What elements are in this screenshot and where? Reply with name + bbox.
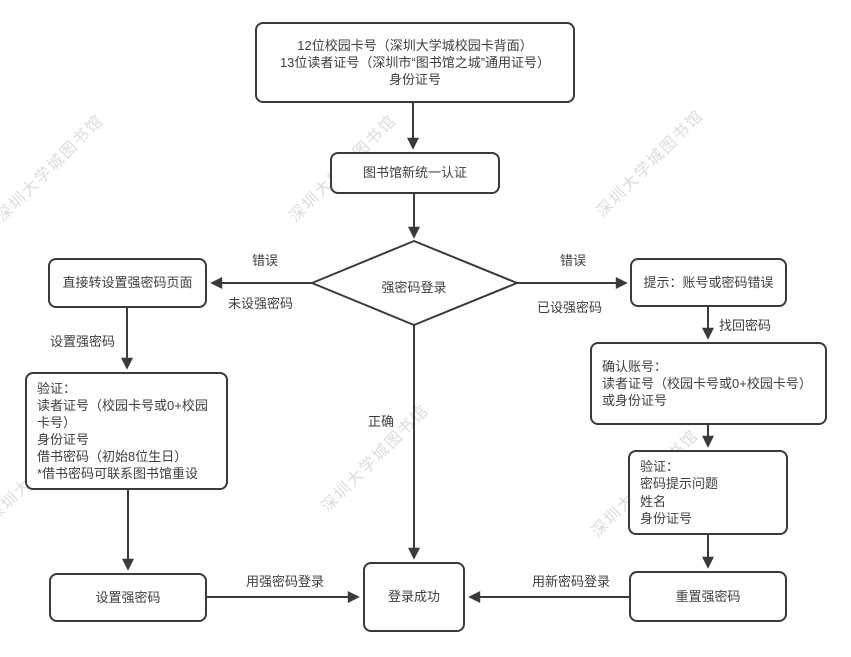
edge-label-correct: 正确 bbox=[368, 414, 395, 429]
edge-label-has-strong-password: 已设强密码 bbox=[537, 300, 603, 315]
decision-label: 强密码登录 bbox=[381, 280, 447, 295]
node-error-tip-label: 提示：账号或密码错误 bbox=[643, 274, 774, 290]
node-redirect-set-password-label: 直接转设置强密码页面 bbox=[62, 275, 193, 291]
edge-label-login-with-strong: 用强密码登录 bbox=[246, 574, 325, 589]
node-left-verify-line: 读者证号（校园卡号或0+校园卡号） bbox=[37, 397, 208, 430]
node-library-auth: 图书馆新统一认证 bbox=[330, 152, 500, 194]
node-redirect-set-password: 直接转设置强密码页面 bbox=[48, 258, 207, 308]
node-right-verify-line: 身份证号 bbox=[640, 510, 693, 526]
edge-label-left-error: 错误 bbox=[252, 253, 279, 268]
node-right-verify-line: 验证： bbox=[640, 459, 680, 475]
node-login-success-label: 登录成功 bbox=[387, 589, 440, 605]
node-login-success: 登录成功 bbox=[363, 562, 465, 632]
node-right-verify-line: 密码提示问题 bbox=[640, 476, 719, 492]
node-set-strong-password-label: 设置强密码 bbox=[95, 589, 161, 605]
edge-label-login-with-new: 用新密码登录 bbox=[532, 574, 611, 589]
node-start: 12位校园卡号（深圳大学城校园卡背面） 13位读者证号（深圳市“图书馆之城”通用… bbox=[255, 22, 575, 103]
node-start-line: 12位校园卡号（深圳大学城校园卡背面） bbox=[297, 37, 533, 53]
node-left-verify-line: 验证： bbox=[37, 380, 77, 396]
node-confirm-account-line: 或身份证号 bbox=[602, 393, 668, 409]
node-set-strong-password: 设置强密码 bbox=[49, 573, 207, 622]
node-reset-strong-password: 重置强密码 bbox=[629, 571, 787, 622]
node-error-tip: 提示：账号或密码错误 bbox=[630, 258, 787, 307]
node-left-verify: 验证： 读者证号（校园卡号或0+校园卡号） 身份证号 借书密码（初始8位生日） … bbox=[25, 372, 228, 490]
decision-diamond bbox=[311, 240, 518, 326]
node-right-verify: 验证： 密码提示问题 姓名 身份证号 bbox=[628, 450, 788, 535]
node-left-verify-line: 借书密码（初始8位生日） bbox=[37, 449, 188, 465]
node-confirm-account: 确认账号： 读者证号（校园卡号或0+校园卡号） 或身份证号 bbox=[590, 342, 827, 425]
edge-label-recover-password: 找回密码 bbox=[719, 318, 772, 333]
node-confirm-account-line: 读者证号（校园卡号或0+校园卡号） bbox=[602, 375, 812, 391]
edge-label-no-strong-password: 未设强密码 bbox=[228, 296, 294, 311]
node-confirm-account-line: 确认账号： bbox=[602, 358, 668, 374]
node-start-line: 身份证号 bbox=[388, 72, 441, 88]
edge-label-right-error: 错误 bbox=[560, 253, 587, 268]
node-start-line: 13位读者证号（深圳市“图书馆之城”通用证号） bbox=[279, 54, 551, 70]
node-library-auth-label: 图书馆新统一认证 bbox=[362, 165, 467, 181]
node-right-verify-line: 姓名 bbox=[640, 493, 667, 509]
node-left-verify-line: *借书密码可联系图书馆重设 bbox=[37, 466, 199, 482]
node-reset-strong-password-label: 重置强密码 bbox=[675, 588, 741, 604]
edge-label-set-strong-password: 设置强密码 bbox=[50, 334, 116, 349]
node-left-verify-line: 身份证号 bbox=[37, 432, 90, 447]
